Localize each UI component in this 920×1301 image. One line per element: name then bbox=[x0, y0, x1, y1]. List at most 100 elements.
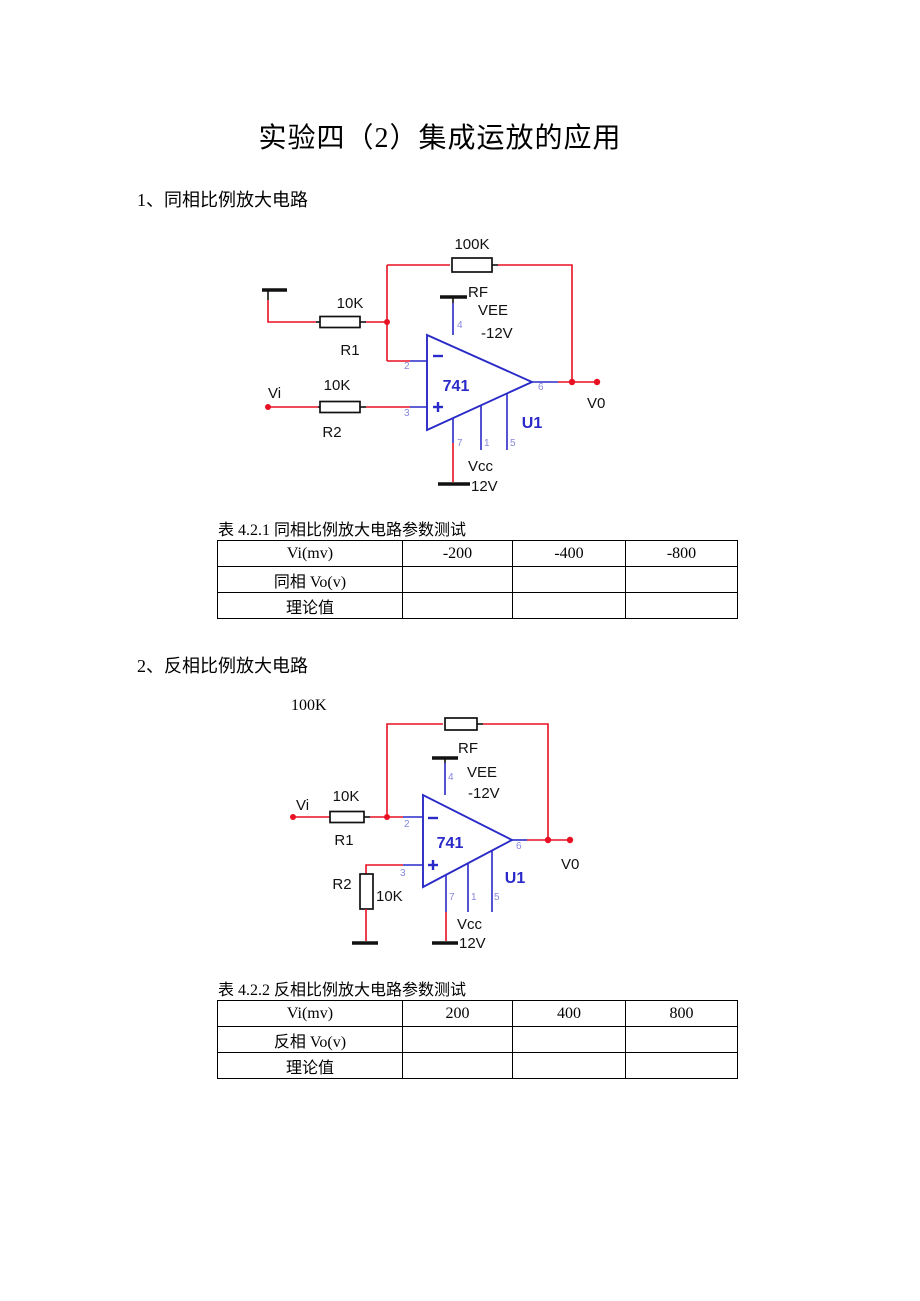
junction-dot bbox=[568, 378, 576, 386]
r1-name-label: R1 bbox=[340, 342, 359, 359]
table2-row1-cell2[interactable] bbox=[512, 1026, 626, 1053]
pin-number-1: 1 bbox=[484, 438, 490, 449]
opamp-model-label: 741 bbox=[443, 378, 470, 395]
table1-row1-label: 同相 Vo(v) bbox=[217, 566, 403, 593]
r2-name-label: R2 bbox=[322, 424, 341, 441]
opamp-model-label: 741 bbox=[437, 835, 464, 852]
pin-number-6: 6 bbox=[538, 382, 544, 393]
rf-name-label: RF bbox=[458, 740, 478, 757]
table1-row2-label: 理论值 bbox=[217, 592, 403, 619]
wire bbox=[365, 864, 403, 874]
table1-row1-cell1[interactable] bbox=[402, 566, 513, 593]
page-title: 实验四（2）集成运放的应用 bbox=[258, 123, 622, 154]
section2-heading: 2、反相比例放大电路 bbox=[137, 656, 308, 676]
table-row: Vi(mv) -200 -400 -800 bbox=[217, 540, 738, 567]
table2-row2-label: 理论值 bbox=[217, 1052, 403, 1079]
pin-number-1: 1 bbox=[471, 892, 477, 903]
feedback-resistor-value-label: 100K bbox=[291, 697, 327, 714]
r2-name-label: R2 bbox=[332, 876, 351, 893]
table1-header-v2: -400 bbox=[512, 540, 626, 567]
table1-row2-cell1[interactable] bbox=[402, 592, 513, 619]
table1-row2-cell3[interactable] bbox=[625, 592, 738, 619]
ground-terminal-icon bbox=[262, 288, 287, 300]
noninverting-input-sign bbox=[433, 402, 443, 412]
table-row: Vi(mv) 200 400 800 bbox=[217, 1000, 738, 1027]
output-node-dot bbox=[566, 836, 574, 844]
table1-header-v3: -800 bbox=[625, 540, 738, 567]
pin-number-5: 5 bbox=[494, 892, 500, 903]
table1-row1-cell2[interactable] bbox=[512, 566, 626, 593]
resistor-r1 bbox=[319, 315, 361, 329]
table2-row2-cell2[interactable] bbox=[512, 1052, 626, 1079]
pin-number-2: 2 bbox=[404, 819, 410, 830]
rf-name-label: RF bbox=[468, 284, 488, 301]
r2-value-label: 10K bbox=[376, 888, 403, 905]
pin-number-4: 4 bbox=[457, 320, 463, 331]
table2-header-v3: 800 bbox=[625, 1000, 738, 1027]
resistor-r2 bbox=[319, 400, 361, 414]
opamp-ref-label: U1 bbox=[505, 870, 526, 887]
pin-number-6: 6 bbox=[516, 841, 522, 852]
table2-caption: 表 4.2.2 反相比例放大电路参数测试 bbox=[218, 982, 467, 999]
table-row: 反相 Vo(v) bbox=[217, 1026, 738, 1053]
table2-header-label: Vi(mv) bbox=[217, 1000, 403, 1027]
vcc-value-label: 12V bbox=[459, 935, 486, 952]
pin-number-4: 4 bbox=[448, 772, 454, 783]
vcc-label: Vcc bbox=[457, 916, 483, 933]
table2-row1-cell1[interactable] bbox=[402, 1026, 513, 1053]
table-4-2-2: Vi(mv) 200 400 800 反相 Vo(v) 理论值 bbox=[217, 1000, 738, 1079]
rf-value-label: 100K bbox=[454, 236, 489, 253]
wire bbox=[267, 300, 316, 323]
junction-dot bbox=[544, 836, 552, 844]
opamp-triangle bbox=[426, 333, 535, 432]
pin-number-7: 7 bbox=[449, 892, 455, 903]
pin-number-3: 3 bbox=[400, 868, 406, 879]
r2-value-label: 10K bbox=[324, 377, 351, 394]
table2-row2-cell3[interactable] bbox=[625, 1052, 738, 1079]
table-row: 理论值 bbox=[217, 592, 738, 619]
vcc-label: Vcc bbox=[468, 458, 494, 475]
resistor-r1 bbox=[329, 810, 365, 824]
output-label: V0 bbox=[587, 395, 605, 412]
table1-row1-cell3[interactable] bbox=[625, 566, 738, 593]
output-node-dot bbox=[593, 378, 601, 386]
table-row: 理论值 bbox=[217, 1052, 738, 1079]
feedback-wire bbox=[498, 264, 573, 382]
table2-row1-label: 反相 Vo(v) bbox=[217, 1026, 403, 1053]
r1-value-label: 10K bbox=[337, 295, 364, 312]
resistor-rf bbox=[451, 257, 493, 273]
table1-row2-cell2[interactable] bbox=[512, 592, 626, 619]
pin-number-7: 7 bbox=[457, 438, 463, 449]
noninverting-input-sign bbox=[428, 860, 438, 870]
table2-row2-cell1[interactable] bbox=[402, 1052, 513, 1079]
table2-header-v1: 200 bbox=[402, 1000, 513, 1027]
table-4-2-1: Vi(mv) -200 -400 -800 同相 Vo(v) 理论值 bbox=[217, 540, 738, 619]
output-label: V0 bbox=[561, 856, 579, 873]
vcc-value-label: 12V bbox=[471, 478, 498, 495]
pin-number-2: 2 bbox=[404, 361, 410, 372]
table2-row1-cell3[interactable] bbox=[625, 1026, 738, 1053]
r1-name-label: R1 bbox=[334, 832, 353, 849]
input-label: Vi bbox=[296, 797, 309, 814]
feedback-wire bbox=[483, 723, 549, 840]
feedback-wire bbox=[386, 723, 443, 817]
table2-header-v2: 400 bbox=[512, 1000, 626, 1027]
table-row: 同相 Vo(v) bbox=[217, 566, 738, 593]
input-label: Vi bbox=[268, 385, 281, 402]
vee-label: VEE bbox=[478, 302, 508, 319]
pin-number-3: 3 bbox=[404, 408, 410, 419]
inverting-amplifier-schematic: 741 U1 RF VEE -12V Vi 10K R1 R2 10K V0 V… bbox=[290, 717, 579, 952]
opamp-ref-label: U1 bbox=[522, 415, 543, 432]
resistor-r2 bbox=[359, 873, 374, 910]
vee-label: VEE bbox=[467, 764, 497, 781]
pin-number-5: 5 bbox=[510, 438, 516, 449]
section1-heading: 1、同相比例放大电路 bbox=[137, 190, 308, 210]
noninverting-amplifier-schematic: 741 U1 100K RF VEE -12V 10K R1 10K bbox=[262, 236, 605, 495]
table1-caption: 表 4.2.1 同相比例放大电路参数测试 bbox=[218, 522, 467, 539]
table1-header-label: Vi(mv) bbox=[217, 540, 403, 567]
resistor-rf bbox=[444, 717, 478, 731]
vee-value-label: -12V bbox=[468, 785, 500, 802]
vee-value-label: -12V bbox=[481, 325, 513, 342]
r1-value-label: 10K bbox=[333, 788, 360, 805]
